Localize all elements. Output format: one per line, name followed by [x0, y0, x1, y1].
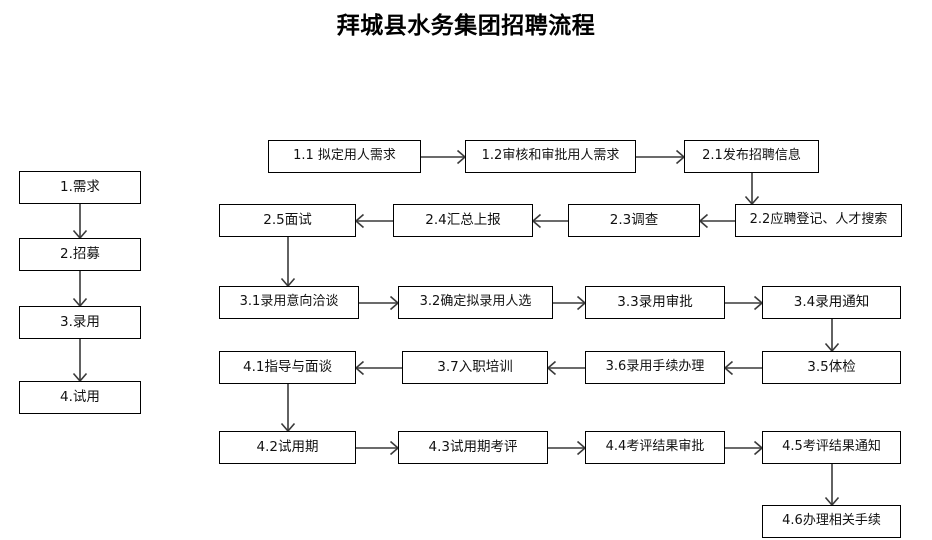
step-box-n11[interactable]: 1.1 拟定用人需求	[268, 140, 421, 173]
arrow-n12-to-n21-head	[675, 149, 686, 165]
step-box-n31[interactable]: 3.1录用意向洽谈	[219, 286, 359, 319]
arrow-n45-to-n46-head	[824, 496, 840, 507]
arrow-n41-to-n42-head	[280, 422, 296, 433]
arrow-n42-to-n43-head	[389, 440, 400, 456]
arrow-n31-to-n32-head	[389, 295, 400, 311]
arrow-n36-to-n37-head	[546, 360, 557, 376]
step-box-n34[interactable]: 3.4录用通知	[762, 286, 901, 319]
arrow-n33-to-n34-head	[753, 295, 764, 311]
step-box-n43[interactable]: 4.3试用期考评	[398, 431, 548, 464]
step-box-n42[interactable]: 4.2试用期	[219, 431, 356, 464]
stage-box-s3[interactable]: 3.录用	[19, 306, 141, 339]
stage-box-s2[interactable]: 2.招募	[19, 238, 141, 271]
step-box-n23[interactable]: 2.3调查	[568, 204, 700, 237]
arrow-n37-to-n41-head	[354, 360, 365, 376]
step-box-n12[interactable]: 1.2审核和审批用人需求	[465, 140, 636, 173]
arrow-n34-to-n35-head	[824, 342, 840, 353]
step-box-n41[interactable]: 4.1指导与面谈	[219, 351, 356, 384]
step-box-n32[interactable]: 3.2确定拟录用人选	[398, 286, 553, 319]
arrow-n43-to-n44-head	[576, 440, 587, 456]
step-box-n24[interactable]: 2.4汇总上报	[393, 204, 533, 237]
arrow-n44-to-n45-head	[753, 440, 764, 456]
arrow-s3-to-s4-head	[72, 372, 88, 383]
step-box-n45[interactable]: 4.5考评结果通知	[762, 431, 901, 464]
step-box-n37[interactable]: 3.7入职培训	[402, 351, 548, 384]
step-box-n44[interactable]: 4.4考评结果审批	[585, 431, 725, 464]
stage-box-s4[interactable]: 4.试用	[19, 381, 141, 414]
step-box-n46[interactable]: 4.6办理相关手续	[762, 505, 901, 538]
step-box-n21[interactable]: 2.1发布招聘信息	[684, 140, 819, 173]
arrow-n21-to-n22-head	[744, 195, 760, 206]
arrow-n22-to-n23-head	[698, 213, 709, 229]
step-box-n36[interactable]: 3.6录用手续办理	[585, 351, 725, 384]
page-title: 拜城县水务集团招聘流程	[336, 12, 596, 39]
step-box-n35[interactable]: 3.5体检	[762, 351, 901, 384]
arrow-n24-to-n25-head	[354, 213, 365, 229]
arrow-s1-to-s2-head	[72, 229, 88, 240]
step-box-n22[interactable]: 2.2应聘登记、人才搜索	[735, 204, 902, 237]
arrow-n11-to-n12-head	[456, 149, 467, 165]
arrow-n23-to-n24-head	[531, 213, 542, 229]
arrow-n25-to-n31-head	[280, 277, 296, 288]
stage-box-s1[interactable]: 1.需求	[19, 171, 141, 204]
arrow-n35-to-n36-head	[723, 360, 734, 376]
arrow-s2-to-s3-head	[72, 297, 88, 308]
arrow-n32-to-n33-head	[576, 295, 587, 311]
step-box-n33[interactable]: 3.3录用审批	[585, 286, 725, 319]
step-box-n25[interactable]: 2.5面试	[219, 204, 356, 237]
